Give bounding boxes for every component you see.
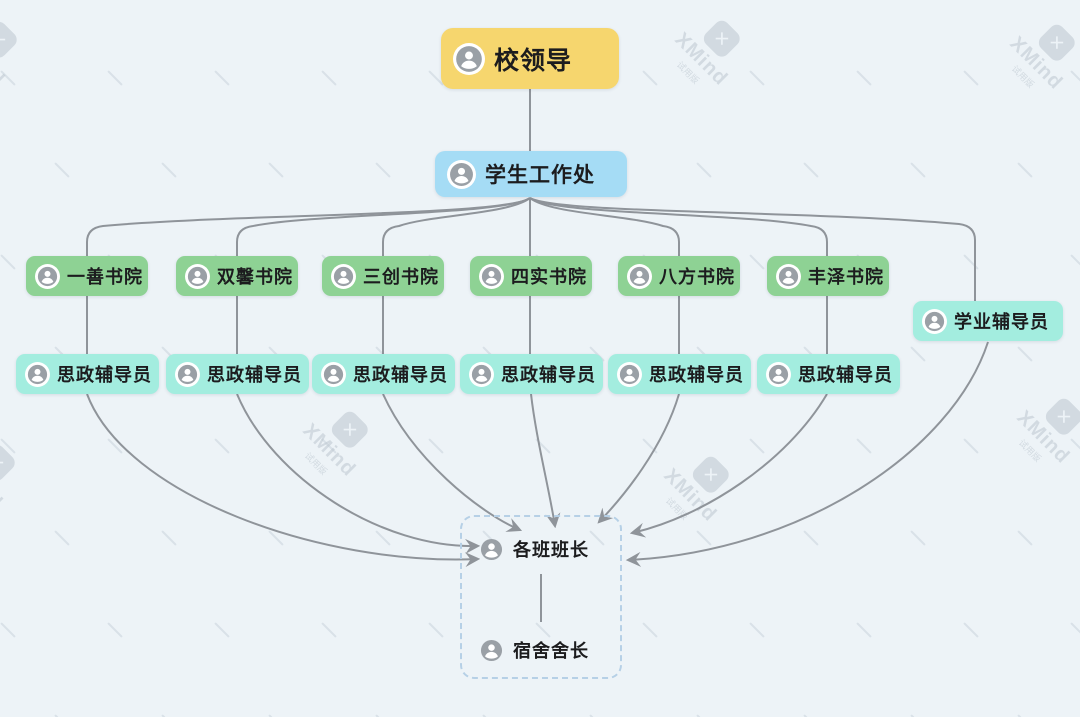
person-icon	[766, 361, 791, 387]
person-icon	[480, 538, 503, 561]
class-group-frame	[460, 515, 622, 679]
connector-edges	[86, 89, 989, 622]
node-student-affairs-office[interactable]: 学生工作处	[435, 151, 627, 197]
node-college-fengze[interactable]: 丰泽书院	[767, 256, 889, 296]
node-college-yishan[interactable]: 一善书院	[26, 256, 148, 296]
node-dorm-leader[interactable]: 宿舍舍长	[480, 637, 589, 663]
node-college-bafang[interactable]: 八方书院	[618, 256, 740, 296]
node-political-advisor-6[interactable]: 思政辅导员	[757, 354, 900, 394]
node-school-leadership[interactable]: 校领导	[441, 28, 619, 89]
person-icon	[331, 263, 356, 289]
person-icon	[175, 361, 200, 387]
person-icon	[479, 263, 504, 289]
node-political-advisor-3[interactable]: 思政辅导员	[312, 354, 455, 394]
node-college-shuangxin[interactable]: 双馨书院	[176, 256, 298, 296]
person-icon	[617, 361, 642, 387]
person-icon	[776, 263, 801, 289]
node-political-advisor-4[interactable]: 思政辅导员	[460, 354, 603, 394]
person-icon	[25, 361, 50, 387]
node-class-monitor[interactable]: 各班班长	[480, 536, 589, 562]
person-icon	[447, 159, 476, 189]
node-political-advisor-2[interactable]: 思政辅导员	[166, 354, 309, 394]
person-icon	[35, 263, 60, 289]
node-political-advisor-1[interactable]: 思政辅导员	[16, 354, 159, 394]
person-icon	[453, 42, 485, 75]
node-college-sishi[interactable]: 四实书院	[470, 256, 592, 296]
person-icon	[480, 639, 503, 662]
person-icon	[922, 308, 947, 334]
node-academic-advisor[interactable]: 学业辅导员	[913, 301, 1063, 341]
person-icon	[469, 361, 494, 387]
node-political-advisor-5[interactable]: 思政辅导员	[608, 354, 751, 394]
person-icon	[321, 361, 346, 387]
node-college-sanchuang[interactable]: 三创书院	[322, 256, 444, 296]
person-icon	[627, 263, 652, 289]
person-icon	[185, 263, 210, 289]
